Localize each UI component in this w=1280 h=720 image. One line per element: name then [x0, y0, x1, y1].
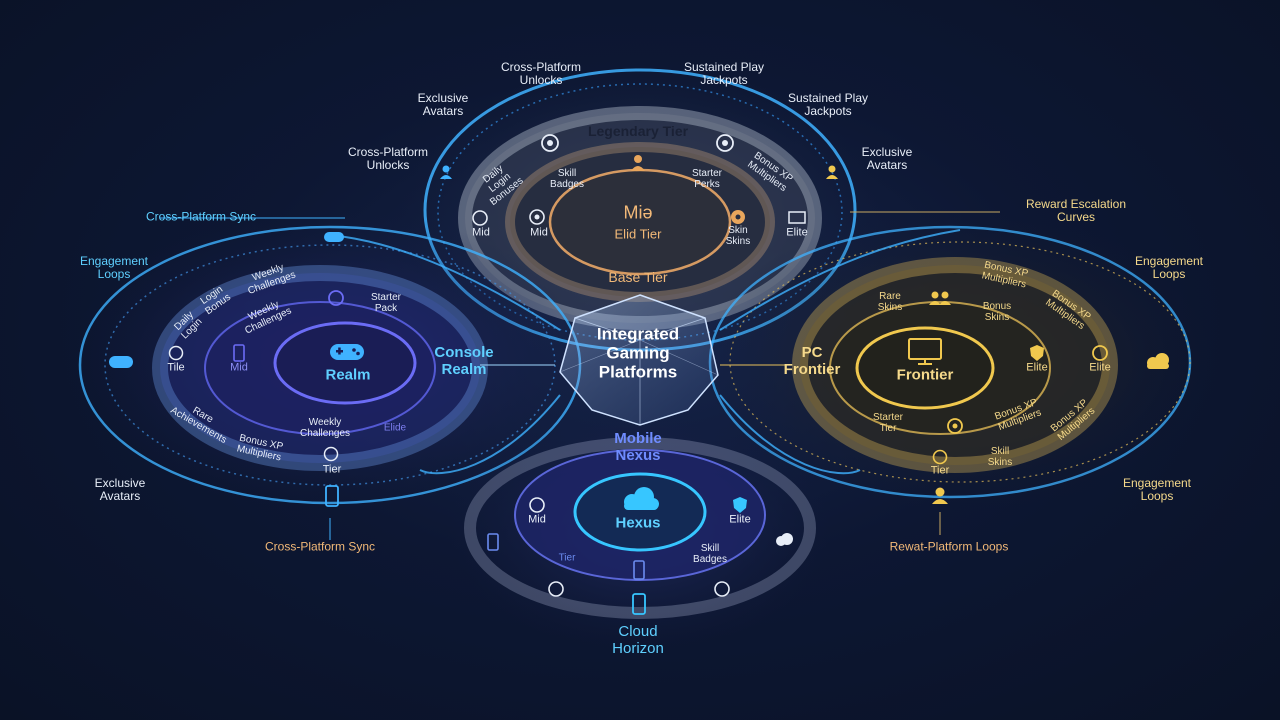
- center-crystal: [559, 294, 719, 426]
- pc-tier: Tier: [930, 464, 950, 477]
- top-elite: Elite: [786, 226, 808, 239]
- shield-icon-mobile-elite: [733, 497, 747, 513]
- shield-icon-console-tile: [168, 345, 184, 361]
- shield-icon-top-right: [716, 134, 734, 152]
- avatar-icon-top: [631, 155, 645, 171]
- mobile-ring-group: [450, 410, 830, 650]
- user-icon-top-left-outer: [440, 165, 452, 179]
- label-exclusive-avatars-tr: Exclusive Avatars: [861, 145, 913, 172]
- console-starter-pack: Starter Pack: [370, 292, 401, 314]
- shield-icon-pc-elite-inner: [1030, 345, 1044, 361]
- label-lines: [160, 211, 1000, 540]
- phone-icon-mobile-bottom: [632, 593, 646, 615]
- mobile-core-ring: [573, 472, 707, 552]
- top-starter-perks: Starter Perks: [691, 168, 722, 190]
- console-core-ring: [273, 321, 417, 405]
- gamepad-icon-small-left: [109, 356, 133, 368]
- pc-ring-group: [700, 210, 1220, 510]
- cloud-platform-name: Cloud Horizon: [612, 623, 664, 657]
- badge-icon-console-starter: [328, 290, 344, 306]
- pc-platform-name: PC Frontier: [783, 344, 841, 378]
- cloud-icon-mobile-right: [776, 533, 793, 546]
- console-elide: Elide: [383, 422, 407, 434]
- top-ring-title: Legendary Tier: [587, 123, 689, 139]
- user-icon-pc-outer: [932, 487, 948, 504]
- mobile-elite: Elite: [729, 513, 751, 526]
- top-skill-badges: Skill Badges: [550, 168, 584, 190]
- label-cross-platform-sync-left: Cross-Platform Sync: [145, 209, 257, 224]
- gamepad-icon-small-top: [324, 232, 344, 242]
- pc-core-label: Frontier: [896, 366, 954, 384]
- shield-icon-mid-left: [472, 210, 488, 226]
- monitor-icon: [908, 338, 942, 365]
- label-sustained-play-right: Sustained Play Jackpots: [787, 91, 869, 118]
- pc-rare-skins: Rare Skins: [877, 291, 903, 313]
- console-platform-name: Console Realm: [434, 344, 494, 378]
- badge-icon-pc-elite-outer: [1092, 345, 1108, 361]
- console-weekly-bottom: Weekly Challenges: [299, 417, 351, 439]
- pc-skill-skins: Skill Skins: [987, 446, 1013, 468]
- gamepad-icon: [330, 344, 364, 360]
- user-icon-top-right-outer: [826, 165, 838, 179]
- label-engagement-loops-right: Engagement Loops: [1134, 254, 1204, 281]
- label-reward-escalation: Reward Escalation Curves: [1025, 197, 1127, 224]
- gear-icon-pc-tier: [932, 449, 948, 465]
- gear-icon-top-inner: [731, 210, 745, 224]
- console-mid: Mid: [230, 361, 248, 374]
- pc-bonus-skins: Bonus Skins: [982, 301, 1012, 323]
- pc-core-ring: [855, 326, 995, 410]
- mobile-tier: Tier: [558, 552, 576, 564]
- phone-icon-console-mid: [233, 344, 245, 362]
- mobile-mid: Mid: [528, 513, 546, 526]
- top-outer-ring-2: [437, 83, 843, 341]
- badge-icon-mobile-bl: [548, 581, 564, 597]
- pc-elite-outer: Elite: [1089, 361, 1111, 374]
- console-tier: Tier: [322, 463, 342, 476]
- gear-icon-pc-bottom: [947, 418, 963, 434]
- mobile-platform-name: Mobile Nexus: [614, 430, 662, 464]
- label-exclusive-avatars-bl: Exclusive Avatars: [94, 476, 146, 503]
- phone-icon-mobile-left: [487, 533, 499, 551]
- top-mid-outer: Mid: [472, 226, 490, 239]
- cloud-icon: [624, 487, 659, 510]
- monitor-icon-small-top: [788, 211, 806, 224]
- phone-icon-mobile-center: [633, 560, 645, 580]
- badge-icon-mid-inner: [529, 209, 545, 225]
- top-skins: Skin Skins: [725, 225, 751, 247]
- pc-outer-ring-2: [729, 241, 1191, 483]
- label-cross-platform-unlocks-top: Cross-Platform Unlocks: [500, 60, 581, 87]
- mobile-core-label: Hexus: [615, 514, 661, 532]
- console-core-label: Realm: [325, 366, 371, 384]
- label-cross-platform-unlocks-left: Cross-Platform Unlocks: [347, 145, 428, 172]
- pc-elite-inner: Elite: [1026, 361, 1048, 374]
- connector-swooshes: [329, 229, 961, 475]
- top-mid-inner: Mid: [530, 226, 548, 239]
- label-exclusive-avatars-tl: Exclusive Avatars: [417, 91, 469, 118]
- mobile-outer-ring: [464, 437, 816, 619]
- cloud-icon-right: [1147, 353, 1169, 369]
- top-core-line2: Elid Tier: [614, 226, 662, 242]
- top-base-tier: Base Tier: [608, 269, 668, 285]
- mobile-skill-badges: Skill Badges: [693, 543, 727, 565]
- console-ring-group: [70, 210, 590, 510]
- center-title: Integrated Gaming Platforms: [596, 324, 680, 382]
- pc-starter-tier: Starter Tier: [872, 412, 903, 434]
- trophy-icon-console-bottom: [323, 446, 339, 462]
- console-tile: Tile: [167, 361, 185, 374]
- top-core-line1: Miə: [623, 202, 653, 223]
- badge-icon-mobile-br: [714, 581, 730, 597]
- label-sustained-play-top: Sustained Play Jackpots: [683, 60, 765, 87]
- users-icon-pc: [929, 291, 951, 305]
- label-engagement-loops-left: Engagement Loops: [79, 254, 149, 281]
- label-cross-platform-sync-bottom: Cross-Platform Sync: [264, 539, 376, 554]
- phone-icon-console-outer: [325, 485, 339, 507]
- shield-icon-top-left: [541, 134, 559, 152]
- label-engagement-loops-br: Engagement Loops: [1122, 476, 1192, 503]
- label-rewat-platform-loops: Rewat-Platform Loops: [889, 539, 1009, 554]
- badge-icon-mobile-mid: [529, 497, 545, 513]
